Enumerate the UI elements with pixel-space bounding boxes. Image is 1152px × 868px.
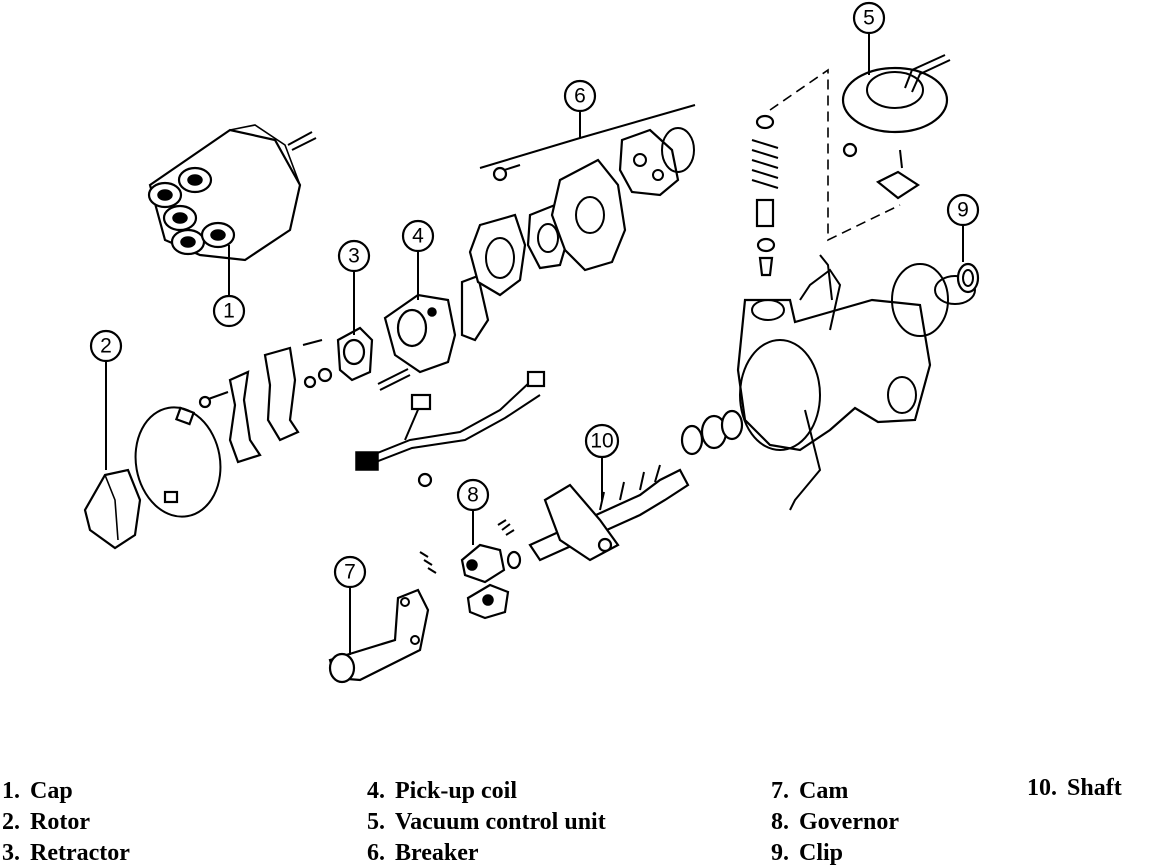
legend-number: 3. xyxy=(2,840,20,866)
exploded-distributor-diagram: 1 2 3 xyxy=(83,1,980,684)
governor-part xyxy=(419,519,522,620)
legend-label: Cap xyxy=(30,778,73,804)
rotor-part xyxy=(83,406,222,550)
legend-label: Vacuum control unit xyxy=(395,809,606,835)
legend-item-clip: 9. Clip xyxy=(771,838,843,868)
svg-text:9: 9 xyxy=(957,199,969,222)
callout-4: 4 xyxy=(401,219,435,253)
spring-stack xyxy=(751,114,779,277)
callout-6: 6 xyxy=(563,79,597,113)
legend-label: Breaker xyxy=(395,840,479,866)
callout-9: 9 xyxy=(946,193,980,227)
legend-number: 5. xyxy=(367,809,385,835)
legend-item-retractor: 3. Retractor xyxy=(2,838,130,868)
callout-5: 5 xyxy=(852,1,886,35)
cap-part xyxy=(147,124,317,262)
legend-label: Clip xyxy=(799,840,844,866)
svg-text:3: 3 xyxy=(348,245,360,268)
legend-number: 10. xyxy=(1027,775,1057,801)
legend-item-cap: 1. Cap xyxy=(2,776,73,806)
leader-line-6 xyxy=(479,104,696,169)
legend-label: Rotor xyxy=(30,809,90,835)
shaft-part xyxy=(528,464,690,562)
legend-label: Governor xyxy=(799,809,899,835)
parts-legend: 1. Cap 2. Rotor 3. Retractor 4. Pick-up coil… xyxy=(0,773,1152,868)
svg-text:5: 5 xyxy=(863,7,875,30)
legend-label: Retractor xyxy=(30,840,130,866)
svg-text:4: 4 xyxy=(412,225,424,248)
legend-item-vacuum-control-unit: 5. Vacuum control unit xyxy=(367,807,606,837)
legend-number: 8. xyxy=(771,809,789,835)
legend-label: Cam xyxy=(799,778,849,804)
legend-label: Shaft xyxy=(1067,775,1122,801)
legend-item-shaft: 10. Shaft xyxy=(1027,773,1122,803)
legend-item-cam: 7. Cam xyxy=(771,776,848,806)
callout-3: 3 xyxy=(337,239,371,273)
callout-10: 10 xyxy=(584,423,620,459)
svg-text:6: 6 xyxy=(574,85,586,108)
breaker-part xyxy=(468,127,695,297)
svg-text:10: 10 xyxy=(590,430,613,453)
housing-part xyxy=(736,254,976,511)
legend-number: 7. xyxy=(771,778,789,804)
svg-text:8: 8 xyxy=(467,484,479,507)
bracket-parts xyxy=(198,346,300,464)
svg-text:1: 1 xyxy=(223,300,235,323)
legend-number: 6. xyxy=(367,840,385,866)
legend-number: 1. xyxy=(2,778,20,804)
legend-item-breaker: 6. Breaker xyxy=(367,838,479,868)
callout-1: 1 xyxy=(212,294,246,328)
legend-number: 9. xyxy=(771,840,789,866)
svg-text:2: 2 xyxy=(100,335,112,358)
legend-number: 2. xyxy=(2,809,20,835)
legend-item-pickup-coil: 4. Pick-up coil xyxy=(367,776,517,806)
callout-8: 8 xyxy=(456,478,490,512)
pickup-coil-part xyxy=(377,274,490,391)
cam-part xyxy=(328,588,430,684)
svg-text:7: 7 xyxy=(344,561,356,584)
retractor-part xyxy=(302,326,374,389)
clip-part xyxy=(956,262,980,294)
legend-label: Pick-up coil xyxy=(395,778,518,804)
legend-item-governor: 8. Governor xyxy=(771,807,899,837)
legend-number: 4. xyxy=(367,778,385,804)
vacuum-dashed-guide xyxy=(769,68,901,242)
legend-item-rotor: 2. Rotor xyxy=(2,807,90,837)
wiring-harness xyxy=(355,370,546,488)
shaft-washers xyxy=(680,409,744,456)
callout-2: 2 xyxy=(89,329,123,363)
vacuum-control-unit-part xyxy=(841,54,951,200)
callout-7: 7 xyxy=(333,555,367,589)
